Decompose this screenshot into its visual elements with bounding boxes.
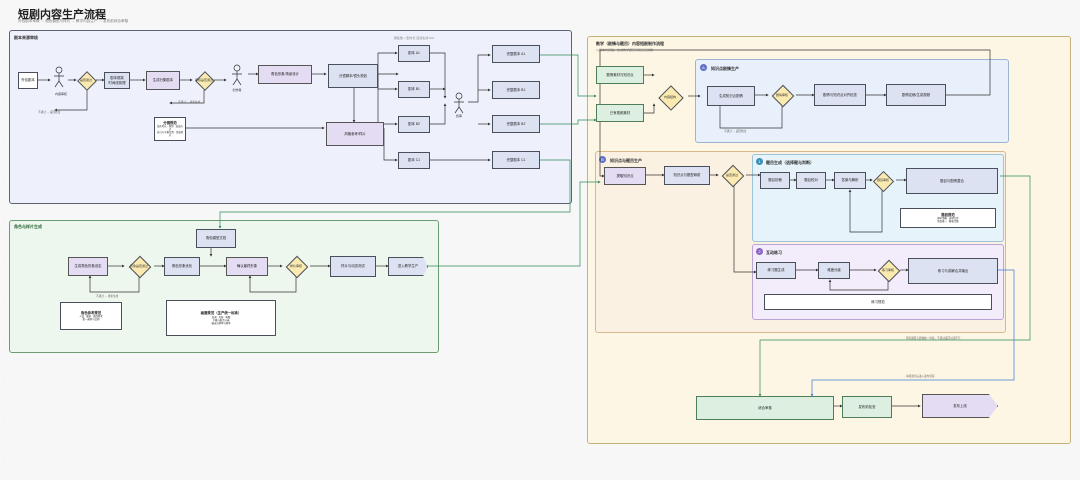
sub2-spec-line-2: 答案唯一 · 解析完整: [937, 220, 959, 224]
char-confirm-node[interactable]: 确认最终形象: [226, 257, 268, 276]
script-c1-node[interactable]: 剧本 C1: [398, 152, 430, 169]
script-feedback-note: 不通过 → 返回修改: [38, 111, 61, 114]
k-decision-label: 是否通过: [725, 173, 738, 177]
char-model-node[interactable]: 角色模型文档: [196, 229, 236, 248]
k-extract-node[interactable]: 提取知识点: [604, 167, 646, 185]
page-title: 短剧内容生产流程: [18, 9, 106, 21]
character-section-label: 角色与样片生成: [14, 224, 42, 229]
sub2-decision-label: 题目审核: [876, 178, 889, 182]
ai-plot-node[interactable]: 剧本框架 时间线梳理: [104, 72, 130, 89]
script-rework-note: 不通过 → 重新生成: [178, 101, 201, 104]
final-b2-node[interactable]: 完整剧本 B2: [492, 115, 540, 133]
script-b1-node[interactable]: 剧本 B1: [398, 81, 430, 98]
sub3-label: 互动练习: [766, 250, 782, 255]
creator-label: 创作者: [232, 88, 242, 92]
sub1-badge: A: [700, 64, 707, 71]
sample-decision-label: 样片审核: [289, 264, 302, 268]
script-a1-node[interactable]: 剧本 A1: [398, 45, 430, 62]
final-review-node[interactable]: 综合审核: [696, 396, 834, 420]
final-a1-node[interactable]: 完整剧本 A1: [492, 45, 540, 63]
structure-decision-label: 内容结构: [663, 95, 676, 99]
sub2-badge: 1: [756, 158, 763, 165]
sub2-spec-line-1: 题干清晰 · 选项互斥: [937, 217, 959, 221]
enter-teach-node[interactable]: 进入教学生产: [388, 257, 428, 276]
sub2-b-node[interactable]: 题目校对: [796, 172, 826, 189]
k-map-node[interactable]: 知识点与题型映射: [664, 166, 710, 185]
sub2-label: 题目生成（选择题与判断）: [766, 160, 814, 165]
sub3-a-node[interactable]: 练习题生成: [756, 262, 796, 279]
sub1-rework-note: 不通过 → 返回修改: [724, 130, 747, 133]
plot-material-node[interactable]: 剧情素材与知识点: [596, 66, 644, 84]
visual-spec-title: 画面规范（生产统一标准）: [200, 311, 242, 316]
visual-spec-note: 画面规范（生产统一标准） 色调 · 光影 · 构图 字幕与配音节奏 输出分辨率与…: [166, 300, 276, 336]
final-reviewer-label: 终审: [455, 114, 462, 118]
creator-person-icon: [232, 64, 242, 86]
char-spec-title: 角色参考规范: [80, 310, 102, 315]
outsourced-script-node[interactable]: 外包剧本: [18, 72, 38, 89]
sub1-label: 知识点剧情生产: [711, 66, 739, 71]
teach-bottom-note-2: 审核通过后进入发布流程: [906, 375, 935, 378]
sub1-final-node[interactable]: 剧情定稿/生成视频: [886, 84, 946, 106]
script-section-note: 剧集数 × 集时长 自动生成 S/A: [394, 36, 434, 40]
storyboard-spec-line-1: 镜头时长 · 景别 · 运镜方式: [157, 125, 183, 132]
scene-character-node[interactable]: 角色形象/场景设计: [258, 65, 312, 84]
script-b2-node[interactable]: 剧本 B2: [398, 116, 430, 133]
visual-spec-line-2: 字幕与配音节奏: [212, 318, 230, 322]
final-reviewer-person-icon: [454, 92, 464, 114]
storyboard-spec-note: 分镜规范 镜头时长 · 景别 · 运镜方式 对白与字幕位置 · 音效提示: [154, 117, 186, 141]
sub3-b-node[interactable]: 难度分级: [818, 262, 850, 279]
char-rework-note: 不通过 → 重新生成: [96, 295, 119, 298]
char-spec-line-2: 统一画风与比例: [82, 318, 100, 322]
existing-video-node[interactable]: 已有视频素材: [596, 104, 644, 122]
sample-video-node[interactable]: 样片与动态测试: [330, 256, 376, 277]
generate-script-node[interactable]: 生成分集剧本: [146, 71, 180, 90]
sub3-final-node[interactable]: 练习与讲解合并输出: [908, 258, 998, 284]
sub1-gen-node[interactable]: 生成知识点剧情: [707, 86, 755, 106]
teach-section-label: 教学（剧情与题目）内容短剧制作流程: [596, 41, 664, 46]
sub1-decision-label: 剧情审核: [775, 93, 788, 97]
char-spec-line-1: 人设 · 服装 · 表情参考: [79, 315, 103, 319]
teach-bottom-note-1: 所有题目与剧情统一审核，不通过返回对应环节: [906, 337, 961, 340]
page-subtitle: 外包剧本审核 → 角色模型与样片 → 教学内容生产 → 发布前综合审核: [18, 19, 129, 23]
sub3-badge: 2: [756, 248, 763, 255]
final-b1-node[interactable]: 完整剧本 B1: [492, 81, 540, 99]
char-build-node[interactable]: 生成角色形象设定: [68, 257, 108, 276]
script-section-label: 剧本来源审核: [14, 35, 38, 40]
sub2-spec-note: 题目规范 题干清晰 · 选项互斥 答案唯一 · 解析完整: [900, 208, 996, 228]
storyboard-node[interactable]: 分镜脚本/镜头规划: [328, 64, 378, 88]
sub3-spec-note: 练习规范: [764, 294, 992, 310]
char-refine-node[interactable]: 角色形象优化: [164, 257, 200, 276]
storyboard-spec-title: 分镜规范: [163, 120, 177, 125]
publish-node[interactable]: 发布上线: [922, 394, 998, 418]
sub1-check-node[interactable]: 剧情与知识点对齐检查: [814, 84, 866, 106]
reviewer-label: 内容审核: [54, 92, 67, 96]
sub2-c-node[interactable]: 答案与解析: [834, 172, 866, 189]
visual-spec-line-1: 色调 · 光影 · 构图: [211, 315, 231, 319]
final-c1-node[interactable]: 完整剧本 C1: [492, 151, 540, 169]
knowledge-badge: B: [599, 156, 606, 163]
review-decision-label: 是否通过: [79, 78, 92, 82]
plot-board-node[interactable]: 风格参考/样片: [326, 122, 384, 146]
storyboard-spec-line-2: 对白与字幕位置 · 音效提示: [156, 131, 184, 138]
visual-spec-line-3: 输出分辨率与帧率: [211, 321, 231, 325]
char-spec-note: 角色参考规范 人设 · 服装 · 表情参考 统一画风与比例: [60, 302, 122, 330]
publish-check-node[interactable]: 发布前检查: [842, 396, 892, 418]
reviewer-person-icon: [54, 66, 64, 88]
knowledge-label: 知识点与题目生产: [610, 158, 642, 163]
approve-decision-label: 审核是否通过: [194, 78, 213, 82]
sub2-a-node[interactable]: 题目初稿: [760, 172, 790, 189]
char-decision-label: 形象是否通过: [129, 264, 148, 268]
sub2-spec-title: 题目规范: [941, 212, 955, 217]
sub2-final-node[interactable]: 题目与剧情整合: [906, 168, 998, 194]
sub3-decision-label: 练习审核: [881, 268, 894, 272]
